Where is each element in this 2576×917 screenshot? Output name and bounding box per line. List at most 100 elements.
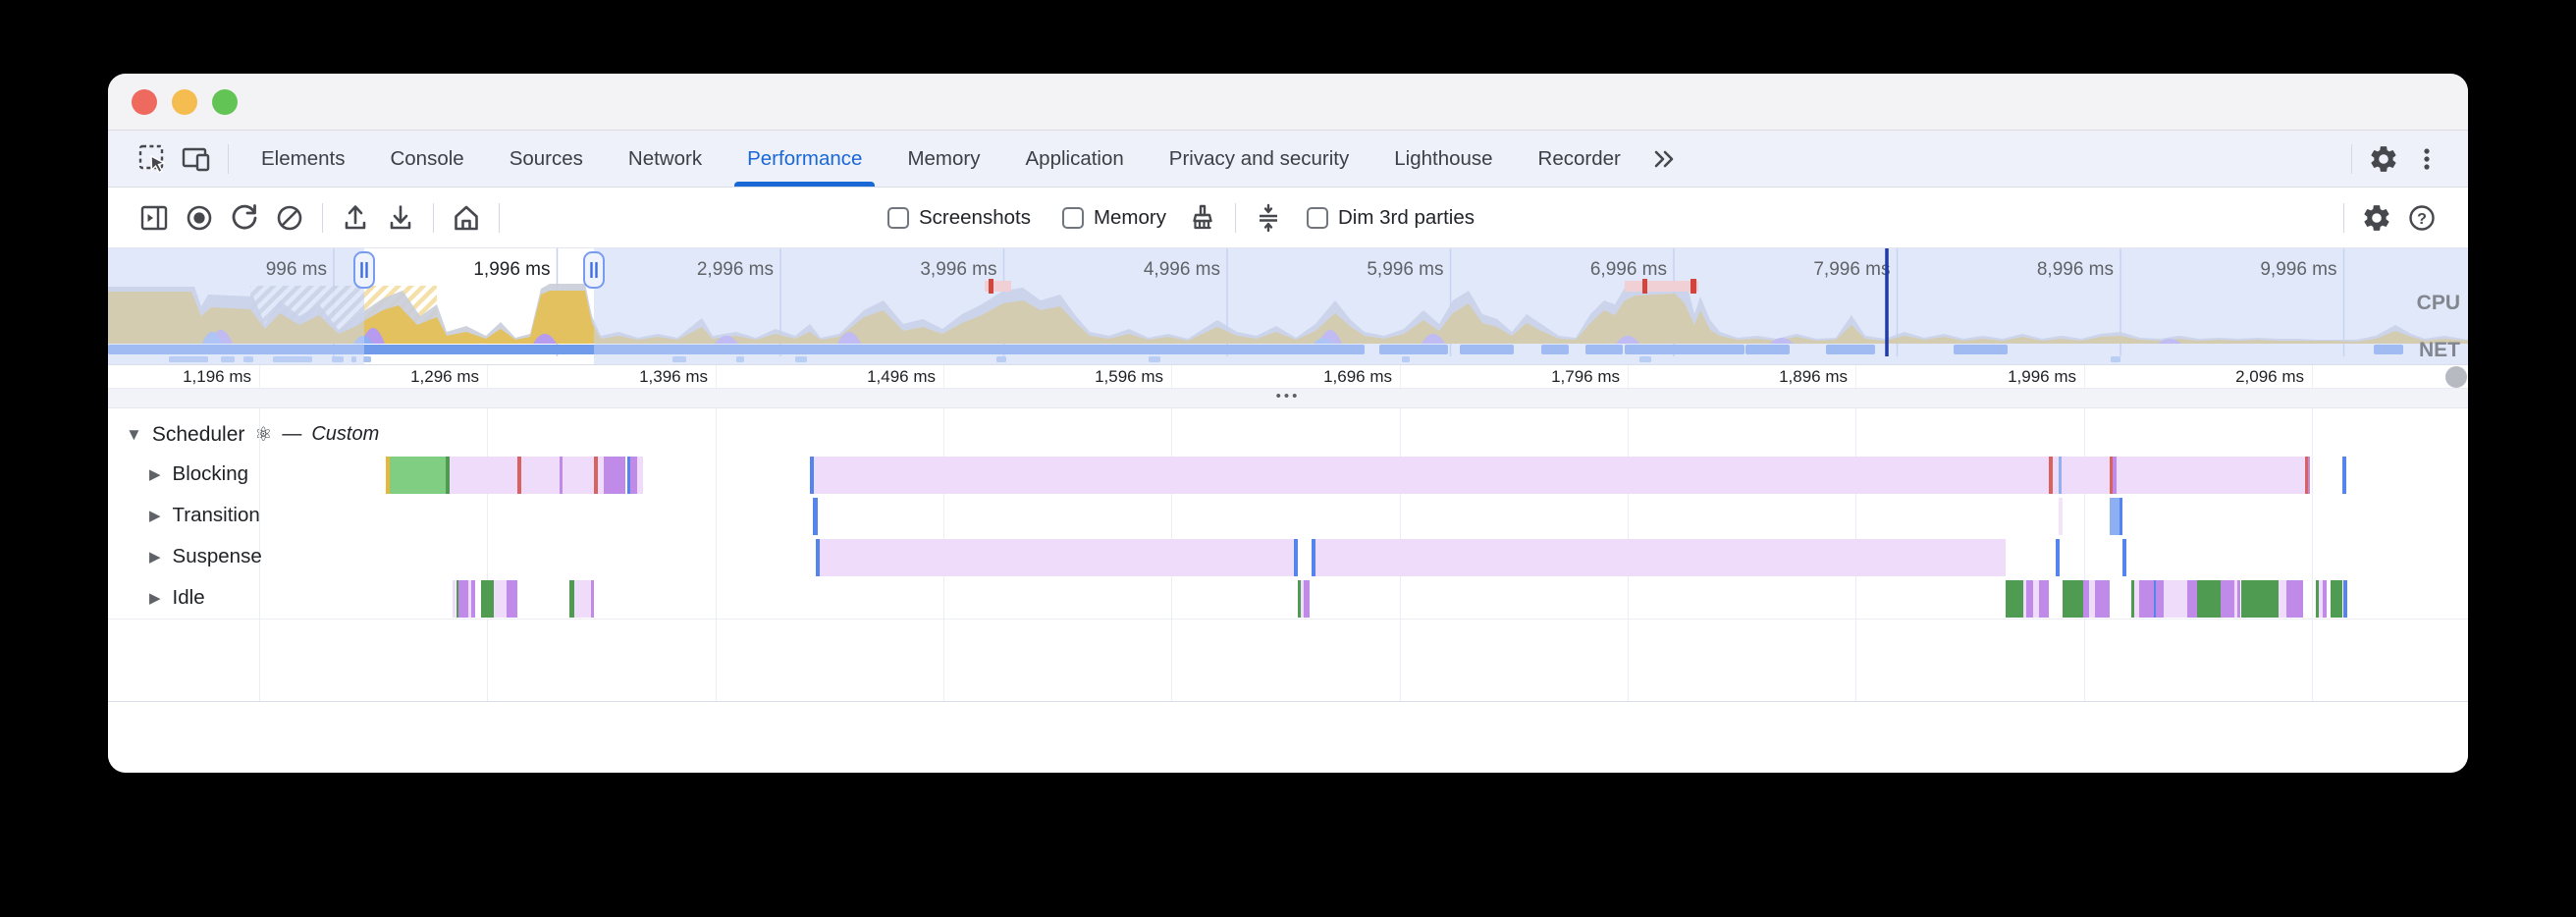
inspect-element-button[interactable] [132,137,175,181]
blocking-event-bar[interactable] [2053,457,2059,494]
blocking-event-bar[interactable] [521,457,560,494]
row-label-blocking[interactable]: ▶Blocking [149,462,248,486]
screenshots-checkbox[interactable]: Screenshots [887,206,1031,230]
idle-event-bar[interactable] [2323,580,2327,618]
idle-event-bar[interactable] [2221,580,2234,618]
memory-checkbox-box[interactable] [1061,206,1084,229]
suspense-event-bar[interactable] [2122,539,2126,576]
expand-row-icon[interactable]: ▶ [149,466,161,483]
idle-event-bar[interactable] [2131,580,2134,618]
idle-event-bar[interactable] [2319,580,2323,618]
idle-event-bar[interactable] [456,580,458,618]
idle-event-bar[interactable] [2286,580,2303,618]
idle-event-bar[interactable] [569,580,574,618]
dim-3rd-parties-checkbox-box[interactable] [1307,206,1328,229]
expand-row-icon[interactable]: ▶ [149,549,161,566]
transition-event-bar[interactable] [2110,498,2120,535]
zoom-window-button[interactable] [212,89,238,115]
idle-event-bar[interactable] [2023,580,2026,618]
blocking-event-bar[interactable] [2059,457,2062,494]
devtools-settings-button[interactable] [2362,137,2405,181]
idle-event-bar[interactable] [2316,580,2319,618]
selection-left-handle[interactable] [353,251,375,289]
customize-devtools-button[interactable] [2405,137,2448,181]
blocking-event-bar[interactable] [814,457,2049,494]
tab-console[interactable]: Console [390,146,464,170]
idle-event-bar[interactable] [2006,580,2023,618]
transition-event-bar[interactable] [2059,498,2063,535]
close-window-button[interactable] [132,89,157,115]
tab-application[interactable]: Application [1025,146,1124,170]
idle-event-bar[interactable] [481,580,494,618]
capture-settings-button[interactable] [2354,195,2399,241]
expand-row-icon[interactable]: ▶ [149,508,161,524]
save-profile-button[interactable] [378,195,423,241]
idle-event-bar[interactable] [2139,580,2154,618]
load-profile-button[interactable] [333,195,378,241]
idle-event-bar[interactable] [2237,580,2240,618]
idle-event-bar[interactable] [574,580,591,618]
tab-lighthouse[interactable]: Lighthouse [1394,146,1493,170]
idle-event-bar[interactable] [2343,580,2347,618]
tab-sources[interactable]: Sources [509,146,583,170]
idle-event-bar[interactable] [453,580,456,618]
flame-chart-track-area[interactable]: ▼ Scheduler ⚛ — Custom ▶Blocking ▶Transit… [108,408,2468,702]
blocking-event-bar[interactable] [627,457,630,494]
toggle-sidebar-button[interactable] [132,195,177,241]
tab-recorder[interactable]: Recorder [1537,146,1621,170]
idle-event-bar[interactable] [2026,580,2033,618]
suspense-event-bar[interactable] [816,539,820,576]
idle-event-bar[interactable] [591,580,594,618]
blocking-event-bar[interactable] [630,457,637,494]
row-label-suspense[interactable]: ▶Suspense [149,545,262,568]
blocking-event-bar[interactable] [2342,457,2346,494]
suspense-event-bar[interactable] [1294,539,1298,576]
idle-event-bar[interactable] [2134,580,2139,618]
idle-event-bar[interactable] [2063,580,2083,618]
blocking-event-bar[interactable] [563,457,594,494]
blocking-event-bar[interactable] [2110,457,2113,494]
blocking-event-bar[interactable] [2308,457,2310,494]
blocking-event-bar[interactable] [2062,457,2110,494]
idle-event-bar[interactable] [2331,580,2342,618]
idle-event-bar[interactable] [2154,580,2156,618]
idle-event-bar[interactable] [2197,580,2221,618]
blocking-event-bar[interactable] [2117,457,2305,494]
blocking-event-bar[interactable] [2049,457,2053,494]
toggle-device-toolbar-button[interactable] [175,137,218,181]
record-and-reload-button[interactable] [222,195,267,241]
row-label-transition[interactable]: ▶Transition [149,504,260,527]
minimize-window-button[interactable] [172,89,197,115]
idle-event-bar[interactable] [2234,580,2237,618]
blocking-event-bar[interactable] [2113,457,2117,494]
memory-checkbox[interactable]: Memory [1061,206,1166,230]
dim-3rd-parties-checkbox[interactable]: Dim 3rd parties [1307,206,1475,230]
help-button[interactable]: ? [2399,195,2444,241]
idle-event-bar[interactable] [471,580,475,618]
scheduler-track-header[interactable]: ▼ Scheduler ⚛ — Custom [126,422,379,447]
idle-event-bar[interactable] [2164,580,2187,618]
idle-event-bar[interactable] [458,580,468,618]
row-label-idle[interactable]: ▶Idle [149,586,205,610]
more-tabs-button[interactable] [1643,137,1687,181]
idle-event-bar[interactable] [2039,580,2049,618]
tab-elements[interactable]: Elements [261,146,346,170]
scrollbar-thumb[interactable] [2445,366,2467,388]
tab-memory[interactable]: Memory [907,146,981,170]
suspense-event-bar[interactable] [1312,539,1315,576]
idle-event-bar[interactable] [1301,580,1304,618]
idle-event-bar[interactable] [2089,580,2095,618]
idle-event-bar[interactable] [2156,580,2164,618]
idle-event-bar[interactable] [1298,580,1301,618]
blocking-event-bar[interactable] [386,457,390,494]
blocking-event-bar[interactable] [604,457,625,494]
collapse-track-icon[interactable]: ▼ [126,424,142,444]
suspense-event-bar[interactable] [1315,539,2006,576]
blocking-event-bar[interactable] [810,457,814,494]
transition-event-bar[interactable] [2120,498,2122,535]
blocking-event-bar[interactable] [517,457,521,494]
blocking-event-bar[interactable] [2305,457,2308,494]
blocking-event-bar[interactable] [450,457,517,494]
idle-event-bar[interactable] [2083,580,2089,618]
